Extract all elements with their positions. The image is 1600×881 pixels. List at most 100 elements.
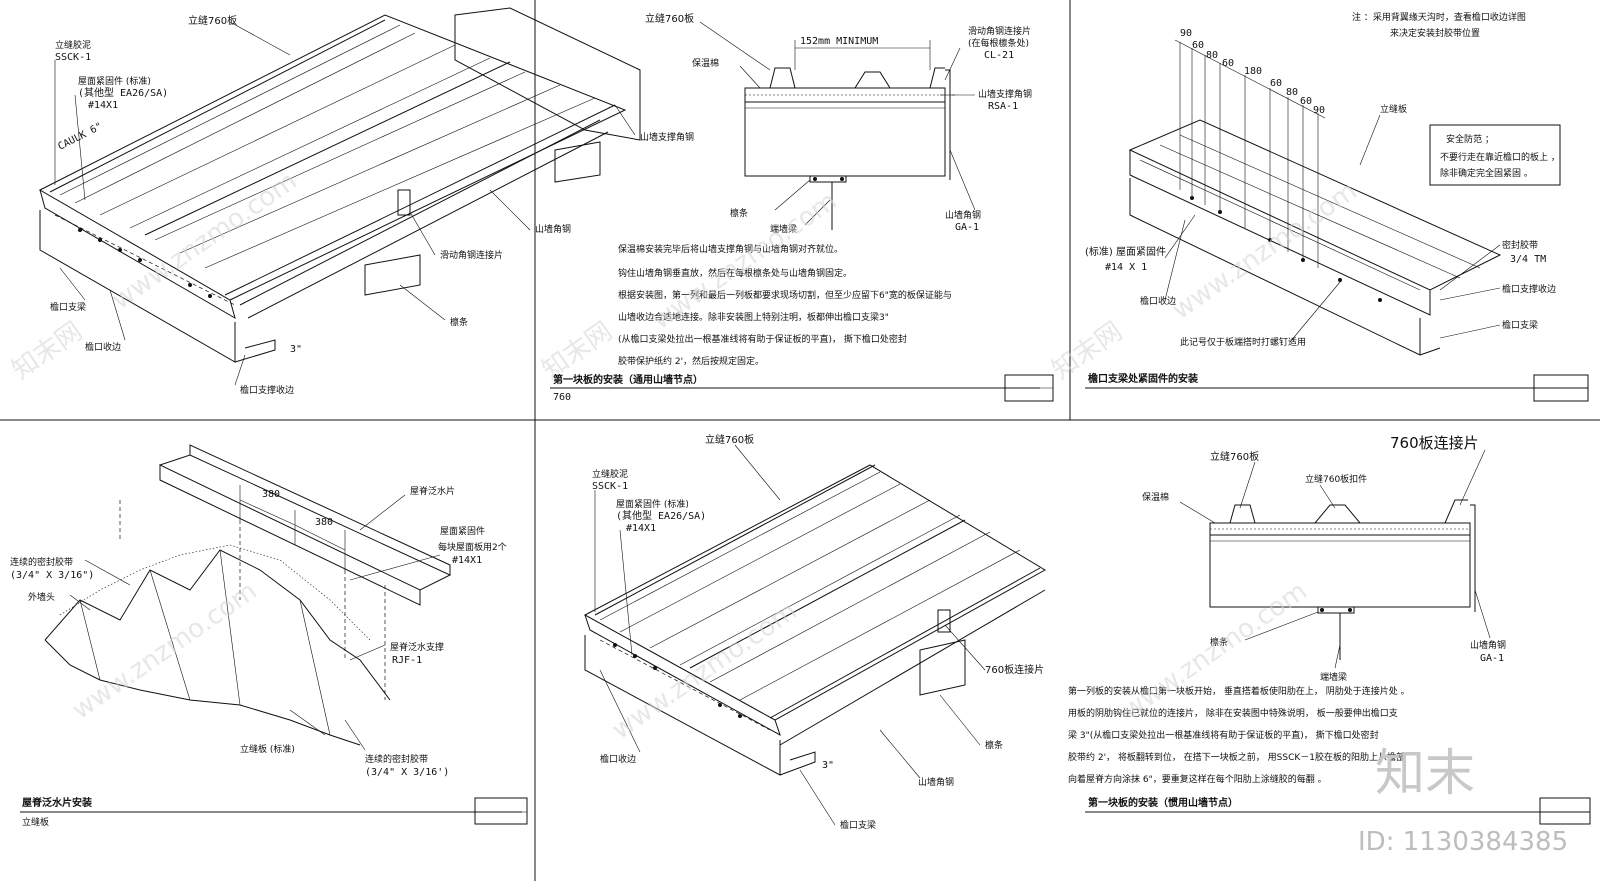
p2-label-ga: GA-1 [955,222,979,233]
p6-note-line-4: 胶带约 2'， 将板翻转到位， 在搭下一块板之前， 用SSCK－1胶在板的阳肋上… [1068,751,1405,763]
p6-label-760-mid: 立缝760板扣件 [1305,473,1367,485]
p1-label-eave-trim: 檐口收边 [85,341,121,353]
p5-label-purlin: 檩条 [985,739,1003,751]
p3-dim-side-1: 60 [1270,78,1282,89]
p3-dim-side-2: 80 [1286,87,1298,98]
p2-note-line-4: 山墙收边合适地连接。除非安装图上特别注明，板都伸出檐口支梁3" [618,311,889,323]
p4-label-ridge: 屋脊泛水片 [410,485,455,497]
p2-caption: 第一块板的安装（通用山墙节点） [553,373,703,386]
watermark-site-6: www.znzmo.com [1117,576,1313,726]
p4-label-standing: 立缝板 (标准) [240,743,295,755]
p3-dim-top-3: 80 [1206,50,1218,61]
fastener-row [78,228,212,298]
p6-note-line-5: 向着屋脊方向涂抹 6"，要重复这样在每个阳肋上涂缝胶的每翻 。 [1068,773,1327,785]
p2-note-line-5: (从檐口支梁处拉出一根基准线将有助于保证板的平直)， 撕下檐口处密封 [618,333,907,345]
p4-label-fastener-size: #14X1 [452,555,482,566]
p5-label-fastener-alt: (其他型 EA26/SA) [616,509,706,522]
p5-label-fastener: 屋面紧固件 (标准) [616,498,689,510]
p2-label-slide-clip: 滑动角钢连接片 [968,25,1031,37]
p3-dim-top-2: 60 [1192,40,1204,51]
p6-note-line-3: 梁 3"(从檐口支梁处拉出一根基准线将有助于保证板的平直)， 撕下檐口处密封 [1068,729,1379,741]
p3-dim-top-5: 180 [1244,66,1262,77]
p5-label-3in: 3" [822,760,834,771]
p3-label-eave-support-trim: 檐口支撑收边 [1502,283,1556,295]
p3-label-fastener-size: #14 X 1 [1105,262,1147,273]
p1-label-fastener-size: #14X1 [88,100,118,111]
watermark-brand-small-1: 知末网 [7,316,88,385]
p5-label-eave-trim: 檐口收边 [600,753,636,765]
p3-label-sealant: 密封胶带 [1502,239,1538,251]
p2-label-rsa: RSA-1 [988,101,1018,112]
p6-label-ga: GA-1 [1480,653,1504,664]
p5-label-gable-angle: 山墙角钢 [918,776,954,788]
p3-caption: 檐口支梁处紧固件的安装 [1088,372,1198,385]
p4-label-ridge-support: 屋脊泛水支撑 [390,641,444,653]
p4-label-outer-end: 外墙头 [28,591,55,603]
p1-label-fastener: 屋面紧固件 (标准) [78,75,151,87]
p2-label-slide-clip-sub: (在每根檩条处) [968,37,1029,49]
p5-label-sealant: 立缝胶泥 [592,468,628,480]
p3-dim-top-4: 60 [1222,58,1234,69]
watermark-site-5: www.znzmo.com [607,596,803,746]
p3-label-fastener: (标准) 屋面紧固件 [1085,246,1166,258]
p1-label-gable-support: 山墙支撑角钢 [640,131,694,143]
p3-label-eave-trim: 檐口收边 [1140,295,1176,307]
p2-label-slide-code: CL-21 [984,50,1014,61]
panel-5-first-panel-iso: 立缝760板 立缝胶泥 SSCK-1 屋面紧固件 (标准) (其他型 EA26/… [583,433,1046,831]
p4-label-sealant-bot: 连续的密封胶带 [365,753,428,765]
panel-1-eave-detail: 立缝760板 立缝胶泥 SSCK-1 屋面紧固件 (标准) (其他型 EA26/… [38,7,694,396]
p2-label-purlin: 檩条 [730,207,748,219]
p2-label-end-wall: 端墙梁 [770,223,797,235]
watermark-site-3: www.znzmo.com [1167,176,1363,326]
p1-label-purlin: 檩条 [450,316,468,328]
p4-label-fastener: 屋面紧固件 [440,525,485,537]
p4-label-sealant-top-size: (3/4" X 3/16") [10,570,94,581]
p2-note-line-3: 根据安装图，第一列和最后一列板都要求现场切割，但至少应留下6"宽的板保证能与 [618,289,952,301]
panel-4-ridge-flashing: 屋脊泛水片 380 380 屋面紧固件 每块屋面板用2个 #14X1 连续的密封… [10,444,528,828]
p6-label-purlin: 檩条 [1210,636,1228,648]
p5-label-760: 立缝760板 [705,433,754,446]
p4-label-sealant-bot-size: (3/4" X 3/16') [365,767,449,778]
p4-dim-380a: 380 [262,489,280,500]
p3-label-standing: 立缝板 [1380,103,1407,115]
p2-note-line-6: 胶带保护纸约 2'，然后按规定固定。 [618,355,764,367]
watermark-site-1: www.znzmo.com [107,166,303,316]
p3-safety-title: 安全防范 ； [1446,133,1494,145]
p1-label-gable-angle: 山墙角钢 [535,223,571,235]
p1-label-eave-support-trim: 檐口支撑收边 [240,384,294,396]
p6-caption: 第一块板的安装（惯用山墙节点） [1088,796,1238,809]
p5-label-fastener-size: #14X1 [626,523,656,534]
p2-label-gable-angle: 山墙角钢 [945,209,981,221]
panel-2-section-detail: 立缝760板 保温棉 152mm MINIMUM 滑动角钢连接片 (在每根檩条处… [550,12,1054,403]
p2-label-gable-support: 山墙支撑角钢 [978,88,1032,100]
p2-subcaption: 760 [553,392,571,403]
p3-label-note: 此记号仅于板端搭时打螺钉适用 [1180,336,1306,348]
watermark-brand-big: 知末 [1375,744,1475,802]
p6-label-gable-angle: 山墙角钢 [1470,639,1506,651]
p3-dim-side-4: 90 [1313,105,1325,116]
p3-note-line-1: 注 ：采用背翼缘天沟时，查看檐口收边详图 [1352,11,1526,23]
p2-label-152: 152mm MINIMUM [800,36,878,47]
p1-label-sealant-code: SSCK-1 [55,52,91,63]
p6-label-insulation: 保温棉 [1142,491,1169,503]
p1-label-sealant: 立缝胶泥 [55,39,91,51]
p3-dim-top-1: 90 [1180,28,1192,39]
p3-safety-line-1: 不要行走在靠近檐口的板上 ， [1440,151,1560,163]
p4-dim-380b: 380 [315,517,333,528]
p6-label-clip-big: 760板连接片 [1390,434,1479,452]
p3-note-line-2: 来决定安装封胶带位置 [1390,27,1480,39]
p3-safety-line-2: 除非确定完全固紧固 。 [1440,167,1533,179]
p4-subcaption: 立缝板 [22,816,49,828]
p3-label-eave-support: 檐口支梁 [1502,319,1538,331]
p2-note-line-1: 保温棉安装完毕后将山墙支撑角钢与山墙角钢对齐就位。 [618,243,843,255]
p5-label-clip: 760板连接片 [985,663,1044,676]
p6-note-line-1: 第一列板的安装从檐口第一块板开始， 垂直搭着板使阳肋在上， 阴肋处于连接片处 。 [1068,685,1410,697]
p4-caption: 屋脊泛水片安装 [22,796,92,809]
p3-dim-side-3: 60 [1300,96,1312,107]
panel-3-eave-fastener: 注 ：采用背翼缘天沟时，查看檐口收边详图 来决定安装封胶带位置 90 60 80… [1085,11,1589,402]
p3-label-sealant-size: 3/4 TM [1510,254,1546,265]
p2-note-line-2: 钩住山墙角钢垂直放，然后在每根檩条处与山墙角钢固定。 [618,267,852,279]
p1-label-fastener-alt: (其他型 EA26/SA) [78,86,168,99]
p4-label-sealant-top: 连续的密封胶带 [10,556,73,568]
